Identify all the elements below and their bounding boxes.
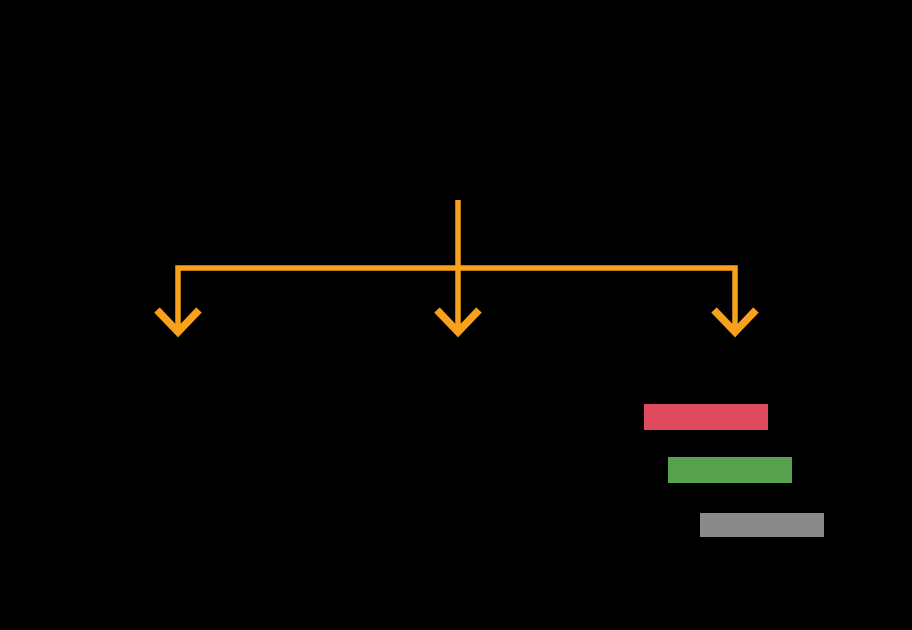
bar-group	[644, 404, 824, 537]
branch-connector-group	[154, 200, 759, 338]
gray-bar	[700, 513, 824, 537]
branch-rail-line	[175, 265, 738, 331]
arrowhead-left-chevron-icon	[154, 307, 202, 338]
red-bar	[644, 404, 768, 430]
arrowhead-right-chevron-icon	[711, 307, 759, 338]
green-bar	[668, 457, 792, 483]
arrowhead-middle-chevron-icon	[434, 307, 482, 338]
